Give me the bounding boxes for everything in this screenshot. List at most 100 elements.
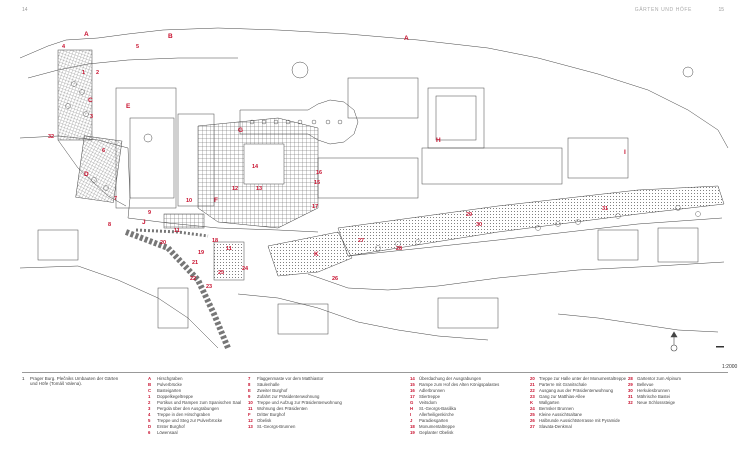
legend-key: 30 [628,388,633,393]
legend-label: Geplanter Obelisk [419,430,454,435]
plan-label: 31 [602,206,608,212]
legend-label: Treppe zur Halle unter der Monumentaltre… [539,376,627,381]
legend-key: 27 [530,424,535,429]
plan-label: 21 [192,260,198,266]
plan-linework [19,27,729,350]
legend-label: Gang zur Matthias-Allee [539,394,586,399]
legend-label: Obelisk [257,418,272,423]
legend-key: J [410,418,413,423]
figure-number: 1 [22,376,25,381]
legend-key: 1 [148,394,151,399]
plan-label: 22 [190,276,196,282]
legend-key: H [410,406,414,411]
legend-label: Kleine Aussichtsaltane [539,412,582,417]
legend-label: Veitsdom [419,400,437,405]
legend-label: Paradiesgarten [419,418,449,423]
plan-label: 2 [96,70,99,76]
legend-label: Überdachung der Ausgrabungen [419,376,482,381]
plan-label: 27 [358,238,364,244]
legend-key: 15 [410,382,415,387]
legend-key: 4 [148,412,151,417]
legend-label: Gartentor zum Alpinum [637,376,681,381]
plan-label: B [168,33,173,40]
legend-label: Stiertreppe [419,394,441,399]
legend-key: 14 [410,376,415,381]
legend-label: Halbrunde Aussichtsterrasse mit Pyramide [539,418,620,423]
legend-key: 12 [248,418,253,423]
plan-label: 23 [206,284,212,290]
plan-label: D [84,171,89,178]
legend-key: D [148,424,152,429]
legend-key: 9 [248,394,251,399]
legend-key: E [248,388,251,393]
caption-rule [22,372,728,373]
plan-label: 20 [160,240,166,246]
legend-label: Portikus und Rampen zum Spanischen Saal [157,400,242,405]
plan-label: 12 [232,186,238,192]
legend-label: Pergola über den Ausgrabungen [157,406,219,411]
legend-key: 28 [628,376,633,381]
legend-label: Säulenhalle [257,382,280,387]
legend-label: Allerheiligenkirche [419,412,454,417]
legend-key: 7 [248,376,251,381]
legend-item: I Allerheiligenkirche [410,412,499,418]
plan-label: A [404,35,409,42]
site-plan: A A B C D E F G H I J K 1 2 3 4 5 6 7 8 … [19,27,729,352]
legend-key: 26 [530,418,535,423]
legend-key: 13 [248,424,253,429]
legend-label: Adlerbrunnen [419,388,445,393]
plan-label: F [214,197,218,204]
legend-key: G [410,400,414,405]
plan-label: 7 [114,196,117,202]
legend-label: Löwensaal [157,430,178,435]
plan-label: 15 [314,180,320,186]
legend-label: Rampe zum Hof des Alten Königspalastes [419,382,500,387]
plan-label: 8 [108,222,111,228]
legend-key: 23 [530,394,535,399]
plan-label: 30 [476,222,482,228]
plan-label: G [238,127,243,134]
plan-label: 5 [136,44,139,50]
legend-key: 17 [410,394,415,399]
legend-label: Wallgarten [539,400,560,405]
legend-label: Erster Burghof [157,424,185,429]
plan-label: 14 [252,164,259,170]
legend-label: Herkulesbrunnen [637,388,670,393]
plan-label: 3 [90,114,93,120]
legend-key: 11 [248,406,253,411]
plan-label: 6 [102,148,105,154]
plan-label: 19 [198,250,204,256]
plan-label: 1 [82,70,85,76]
page-number-left: 14 [22,7,28,13]
legend-label: Hirschgraben [157,376,183,381]
legend-item: 30 Herkulesbrunnen [628,388,681,394]
legend-item: 12 Obelisk [248,418,342,424]
north-arrow [670,331,678,352]
legend-label: Zweiter Burghof [257,388,288,393]
legend-label: St.-Georgs-Basilika [419,406,457,411]
running-title: GÄRTEN UND HÖFE [634,7,692,13]
legend-label: Neue Schlosssteige [637,400,675,405]
legend-key: B [148,382,152,387]
legend-item: 14 Überdachung der Ausgrabungen [410,376,499,382]
legend-key: I [410,412,412,417]
legend-item: 17 Stiertreppe [410,394,499,400]
legend-key: F [248,412,251,417]
plan-label: 11 [174,228,180,234]
legend-item: J Paradiesgarten [410,418,499,424]
legend-item: 23 Gang zur Matthias-Allee [530,394,626,400]
